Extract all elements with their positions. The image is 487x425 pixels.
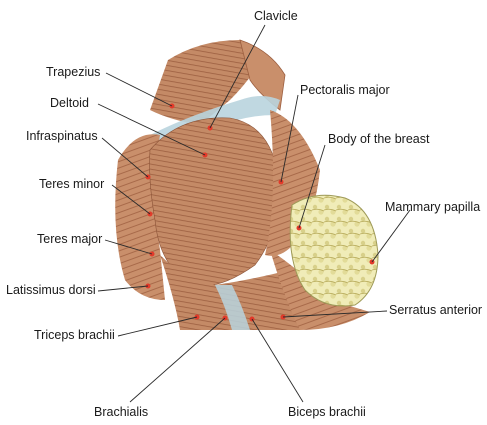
label-clavicle: Clavicle xyxy=(254,10,298,23)
label-triceps-brachii: Triceps brachii xyxy=(34,329,115,342)
label-serratus-anterior: Serratus anterior xyxy=(389,304,482,317)
label-trapezius: Trapezius xyxy=(46,66,100,79)
deltoid-muscle xyxy=(150,118,279,286)
leader-papilla xyxy=(372,210,410,262)
label-body-of-breast: Body of the breast xyxy=(328,133,429,146)
label-brachialis: Brachialis xyxy=(94,406,148,419)
label-deltoid: Deltoid xyxy=(50,97,89,110)
label-teres-major: Teres major xyxy=(37,233,102,246)
label-mammary-papilla: Mammary papilla xyxy=(385,201,480,214)
label-teres-minor: Teres minor xyxy=(39,178,104,191)
label-biceps-brachii: Biceps brachii xyxy=(288,406,366,419)
leader-brachialis xyxy=(130,318,225,402)
leader-biceps xyxy=(252,319,303,402)
label-infraspinatus: Infraspinatus xyxy=(26,130,98,143)
label-latissimus-dorsi: Latissimus dorsi xyxy=(6,284,96,297)
label-pectoralis-major: Pectoralis major xyxy=(300,84,390,97)
marker-clavicle xyxy=(208,126,213,131)
